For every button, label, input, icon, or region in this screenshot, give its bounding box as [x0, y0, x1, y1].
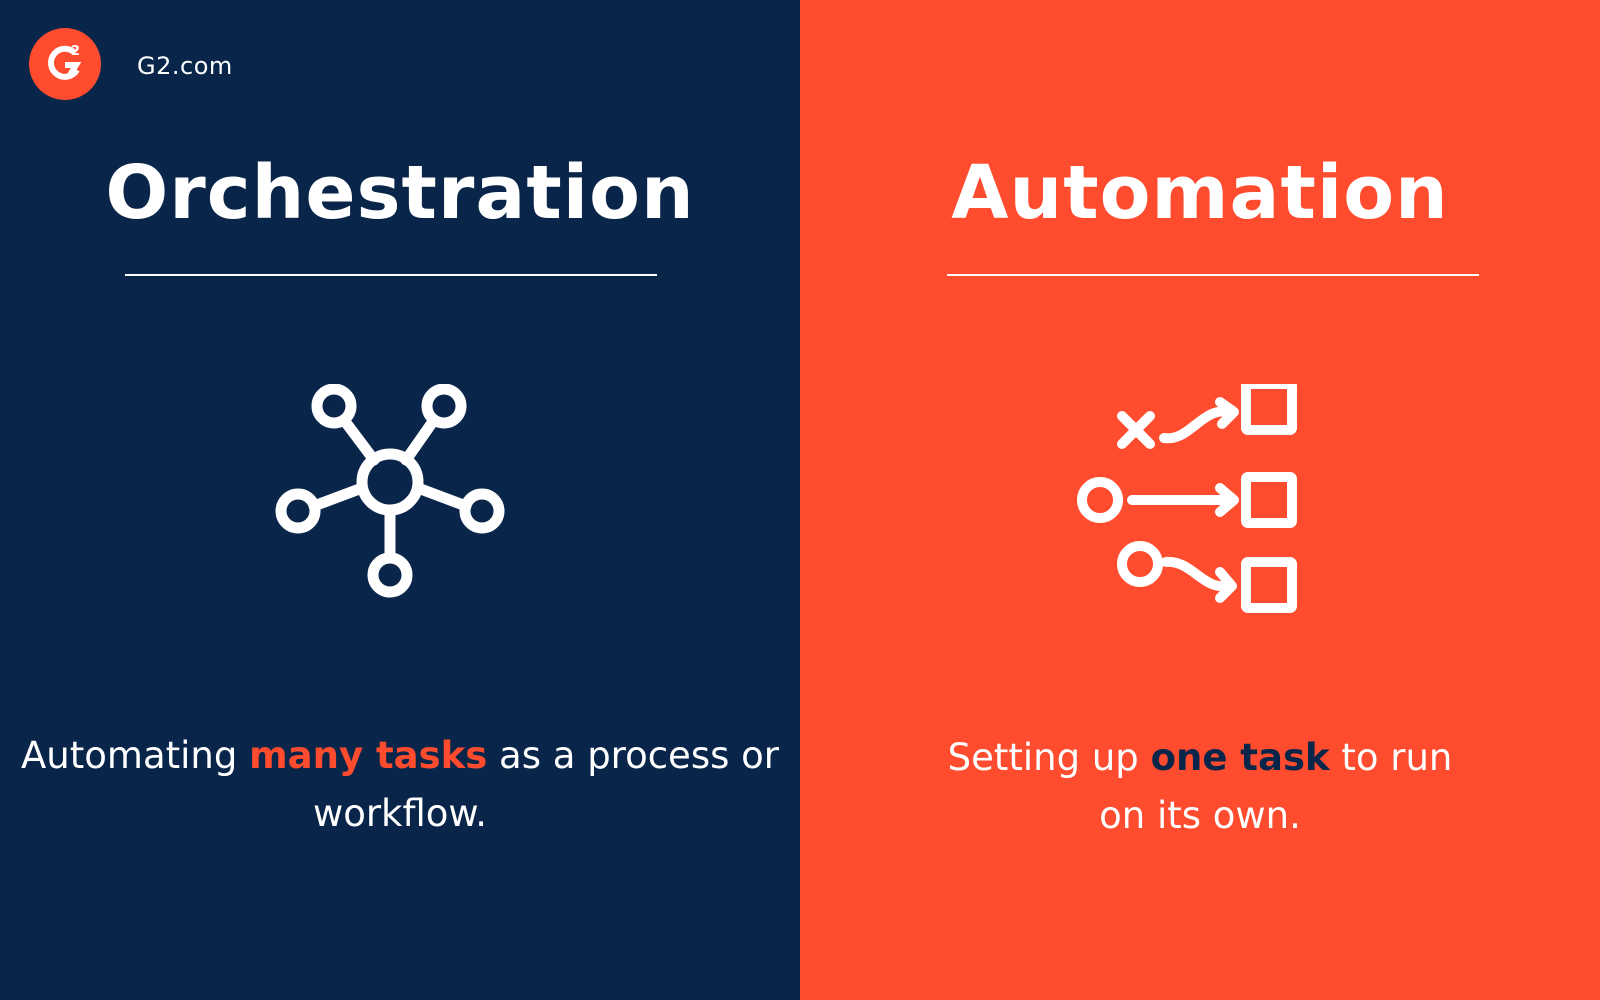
caption-highlight: many tasks: [249, 734, 488, 777]
orchestration-panel: 2 G2.com Orchestration Automating many t…: [0, 0, 800, 1000]
automation-title: Automation: [951, 150, 1449, 236]
network-hub-icon: [275, 384, 505, 598]
caption-text: to run on its own.: [1099, 736, 1453, 837]
g2-logo-icon: 2: [29, 28, 101, 100]
orchestration-caption: Automating many tasks as a process or wo…: [0, 727, 800, 843]
caption-text: Setting up: [947, 736, 1151, 779]
automation-divider: [947, 274, 1479, 276]
caption-text: as a process or workflow.: [312, 734, 779, 835]
site-name: G2.com: [137, 52, 233, 80]
orchestration-divider: [125, 274, 657, 276]
svg-text:2: 2: [71, 44, 80, 59]
automation-caption: Setting up one task to run on its own.: [800, 729, 1600, 845]
task-routing-icon: [1077, 384, 1297, 613]
automation-panel: Automation Setting up one task to run on…: [800, 0, 1600, 1000]
caption-highlight: one task: [1150, 736, 1330, 779]
caption-text: Automating: [21, 734, 250, 777]
orchestration-title: Orchestration: [105, 150, 695, 236]
